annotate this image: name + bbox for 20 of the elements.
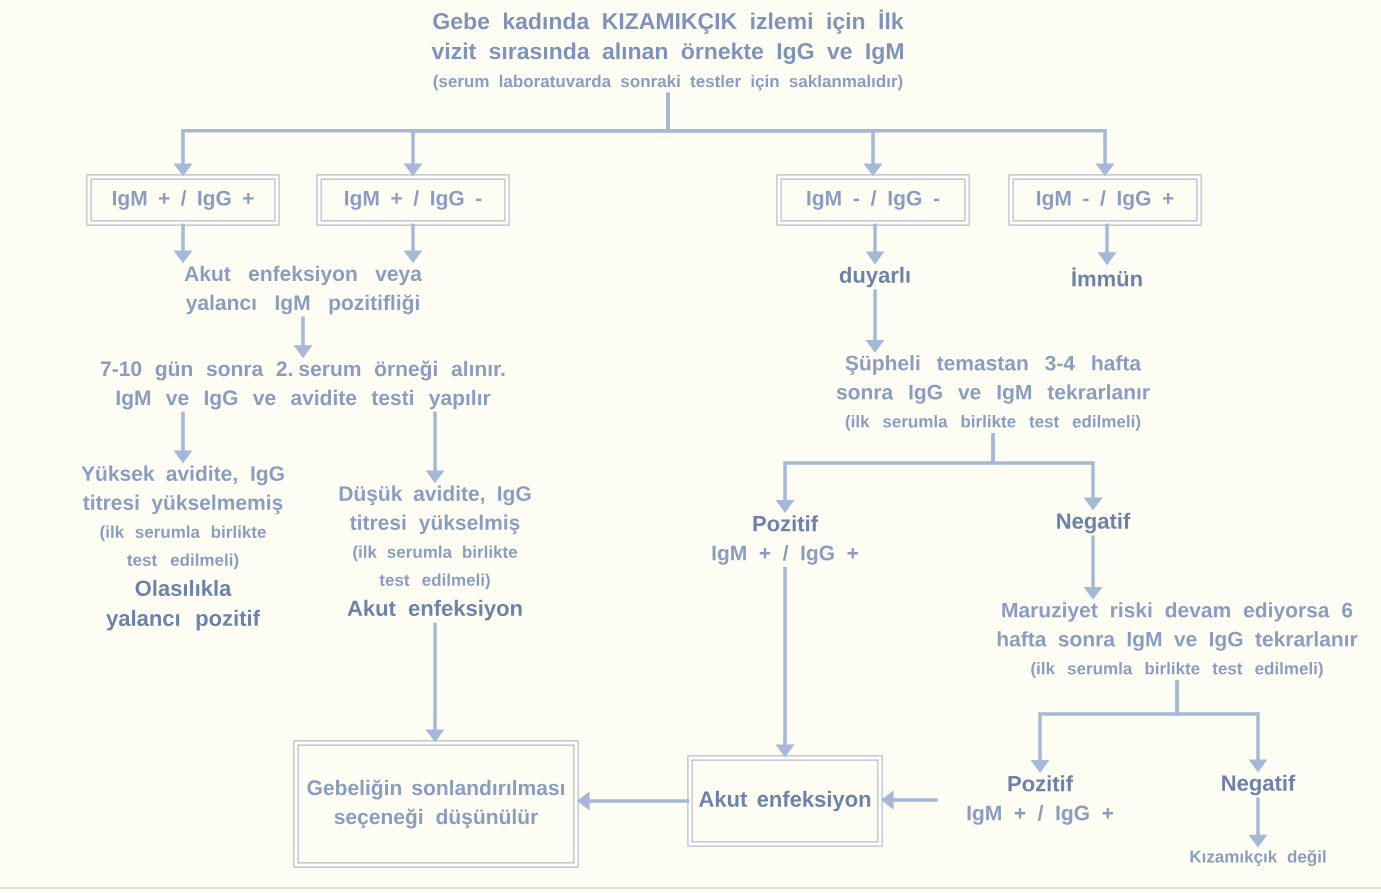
flow-text: Maruziyet riski devam ediyorsa 6 hafta sonra IgM ve IgG tekrarlanır (ilk serumla birlikte test edilmeli) bbox=[997, 602, 1358, 678]
flow-text: Pozitif IgM + / IgG + bbox=[967, 775, 1114, 825]
result-box: Gebeliğin sonlandırılması seçeneği düşünülür bbox=[293, 740, 579, 868]
result-box: IgM + / IgG - bbox=[316, 174, 510, 226]
result-box: IgM + / IgG + bbox=[86, 174, 280, 226]
flow-text: Negatif bbox=[1057, 512, 1131, 534]
result-box: IgM - / IgG - bbox=[776, 174, 970, 226]
flow-text: Akut enfeksiyon veya yalancı IgM pozitifliği bbox=[184, 265, 422, 315]
flow-text: duyarlı bbox=[839, 266, 910, 288]
flow-text: Kızamıkçık değil bbox=[1190, 849, 1326, 867]
flow-text: İmmün bbox=[1072, 267, 1142, 287]
flow-text: Şüpheli temastan 3-4 hafta sonra IgG ve IgM tekrarlanır (ilk serumla birlikte test edilmeli) bbox=[836, 355, 1150, 431]
flow-text: Negatif bbox=[1222, 774, 1296, 796]
result-box: Akut enfeksiyon bbox=[687, 755, 883, 847]
flow-text: Gebe kadında KIZAMIKÇIK izlemi için İlk vizit sırasında alınan örnekte IgG ve IgM (serum laboratuvarda sonraki testler için saklanmalıdır) bbox=[431, 9, 904, 91]
flow-text: Yüksek avidite, IgG titresi yükselmemiş (ilk serumla birlikte test edilmeli) Olasılıkla yalancı pozitif bbox=[81, 465, 284, 631]
flow-text: Düşük avidite, IgG titresi yükselmiş (ilk serumla birlikte test edilmeli) Akut enfeksiyon bbox=[339, 485, 531, 621]
flow-text: Pozitif IgM + / IgG + bbox=[712, 515, 859, 565]
result-box: IgM - / IgG + bbox=[1008, 174, 1202, 226]
flow-text: 7-10 gün sonra 2. serum örneği alınır. IgM ve IgG ve avidite testi yapılır bbox=[101, 360, 505, 410]
